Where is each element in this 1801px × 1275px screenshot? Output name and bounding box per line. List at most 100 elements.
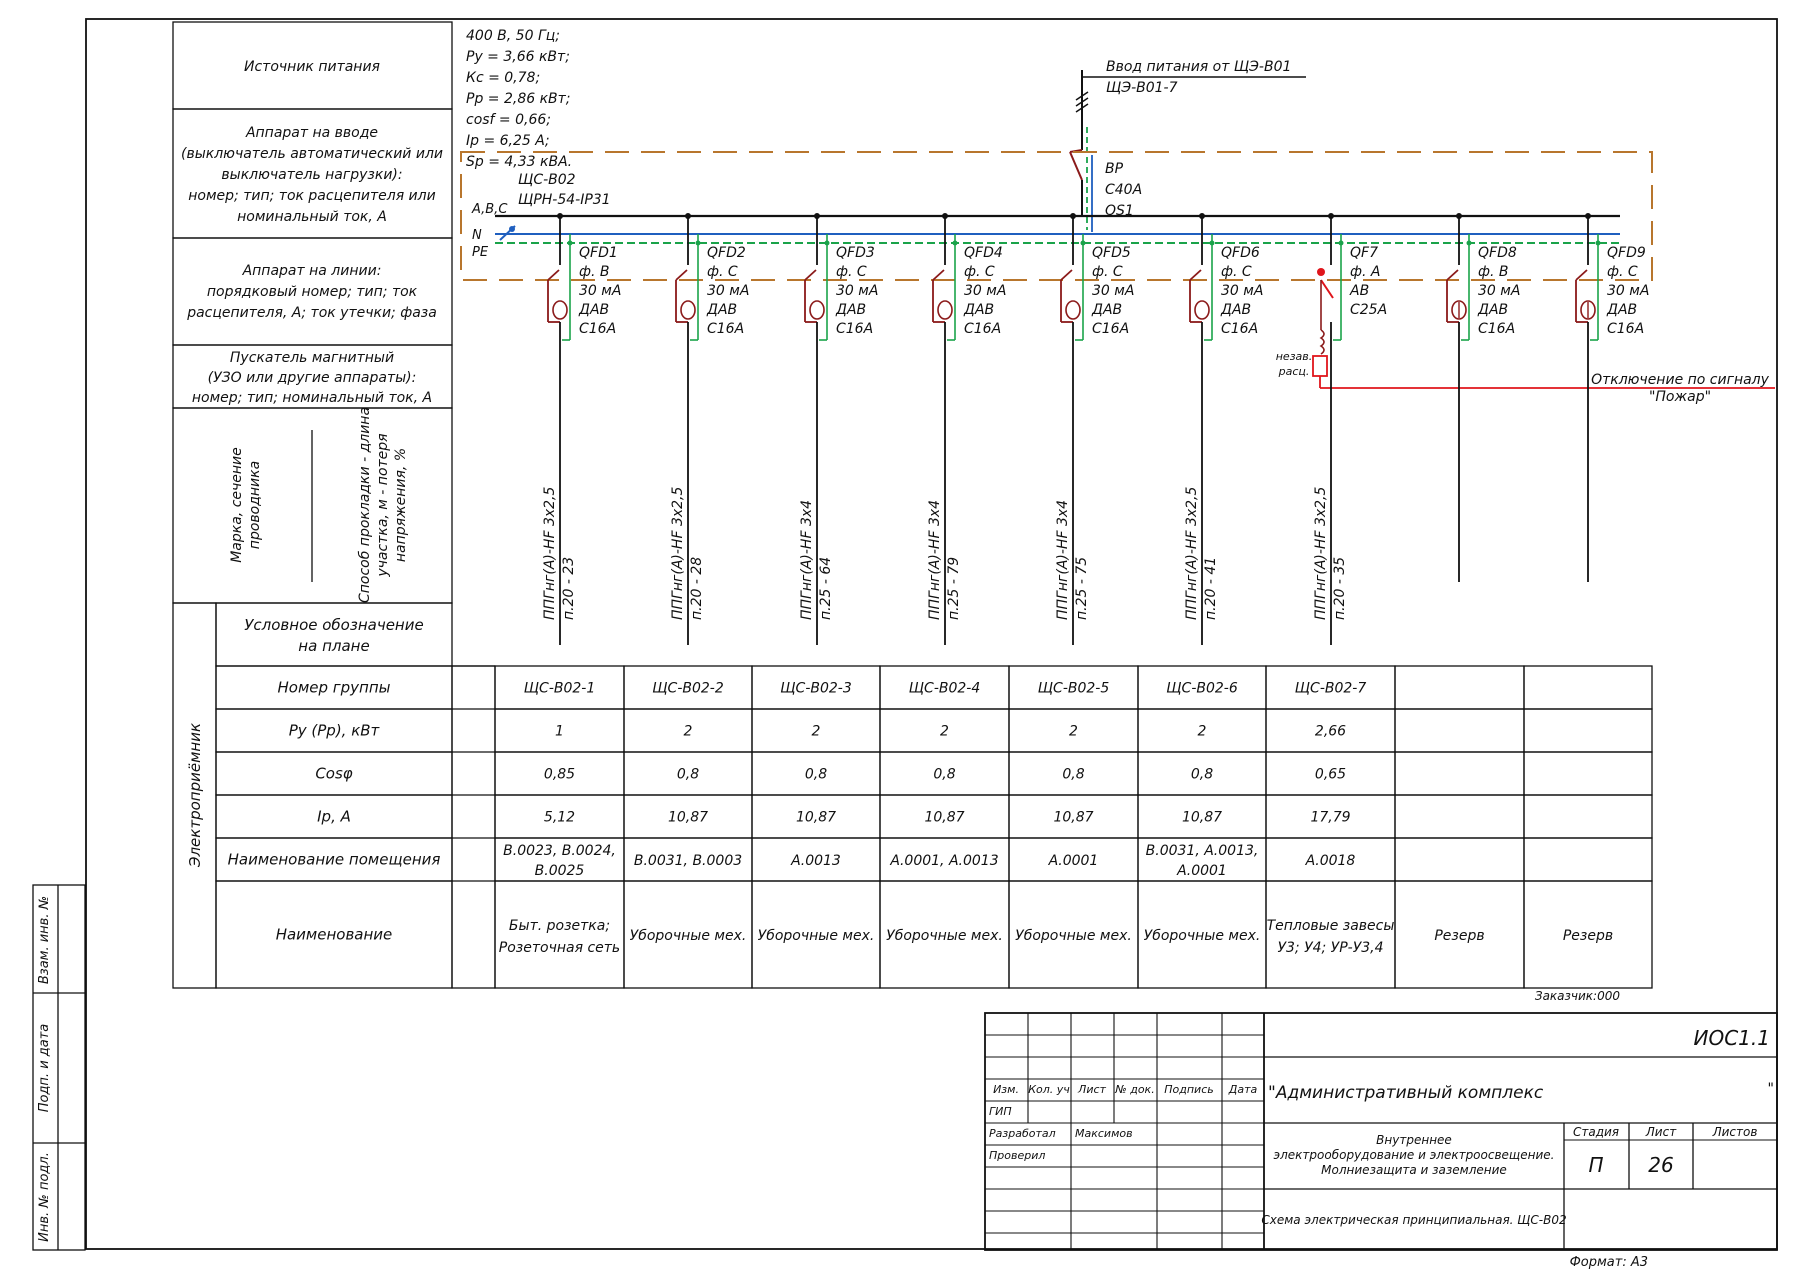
input-device-label: номинальный ток, А	[237, 209, 387, 225]
cable-brand: ППГнг(А)-HF 3х2,5	[542, 487, 558, 620]
cell-group: ЩС-В02-7	[1295, 681, 1367, 697]
feed-tick	[1075, 97, 1089, 107]
cell-group: ЩС-В02-4	[909, 681, 981, 697]
cell-name: Уборочные мех.	[1015, 928, 1132, 944]
breaker-type: ДАВ	[1220, 302, 1251, 318]
cell-room: В.0025	[535, 863, 585, 879]
cell-power: 2	[1198, 724, 1207, 740]
stamp-sheet-header: Лист	[1645, 1125, 1677, 1139]
stamp-sheets-header: Листов	[1712, 1125, 1758, 1139]
panel-type: ЩРН-54-IP31	[518, 192, 611, 208]
source-param: 400 В, 50 Гц;	[466, 28, 560, 44]
cell-room: А.0018	[1305, 853, 1356, 869]
cable-laying: п.20 - 23	[561, 557, 577, 620]
breaker-leak: 30 мА	[1092, 283, 1134, 299]
cell-name: У3; У4; УР-У3,4	[1277, 940, 1383, 956]
stamp-role: ГИП	[989, 1105, 1012, 1118]
stamp-role: Разработал	[989, 1127, 1056, 1140]
consumer-vertical-label: Электроприёмник	[186, 723, 204, 868]
cell-cos: 0,8	[933, 767, 955, 783]
cell-name: Быт. розетка;	[509, 918, 610, 934]
cell-power: 2	[940, 724, 949, 740]
line-device-label: порядковый номер; тип; ток	[207, 284, 418, 300]
side-stamp-label: Взам. инв. №	[37, 896, 52, 984]
cell-cos: 0,85	[544, 767, 575, 783]
cell-cos: 0,8	[677, 767, 699, 783]
cell-room: В.0031, А.0013,	[1146, 843, 1259, 859]
source-param: Ip = 6,25 А;	[466, 133, 550, 149]
cable-laying: п.20 - 41	[1203, 557, 1219, 620]
breaker-leak: 30 мА	[1607, 283, 1649, 299]
outer-frame	[85, 18, 1778, 1250]
cell-name: Резерв	[1563, 928, 1613, 944]
breaker-rating: С25А	[1350, 302, 1387, 318]
consumer-cell	[1394, 751, 1525, 796]
cell-name: Уборочные мех.	[1144, 928, 1261, 944]
breaker-contact	[1575, 269, 1588, 281]
cable-brand: ППГнг(А)-HF 3х2,5	[1184, 487, 1200, 620]
breaker-id: QFD3	[836, 245, 875, 261]
stamp-stage-header: Стадия	[1573, 1125, 1619, 1139]
cell-group: ЩС-В02-6	[1166, 681, 1238, 697]
stamp-developer: Максимов	[1075, 1127, 1133, 1140]
qf-trip-dot	[1317, 268, 1325, 276]
source-param: Sp = 4,33 кВА.	[466, 154, 572, 170]
breaker-rating: С16А	[1607, 321, 1644, 337]
release-label: расц.	[1278, 365, 1310, 378]
breaker-id: QFD4	[964, 245, 1003, 261]
pe-dot	[952, 240, 958, 246]
pe-dot	[567, 240, 573, 246]
cell-cos: 0,8	[1191, 767, 1213, 783]
stamp-sheet: 26	[1648, 1153, 1673, 1177]
breaker-contact	[1446, 269, 1459, 281]
cell-group: ЩС-В02-1	[524, 681, 596, 697]
row-header-cos: Cosφ	[315, 765, 352, 783]
title-block-frame	[984, 1012, 1778, 1251]
independent-release	[1312, 355, 1328, 377]
consumer-cell	[1523, 708, 1653, 753]
cable-brand: ППГнг(А)-HF 3х4	[1055, 500, 1071, 620]
consumer-cell	[494, 880, 625, 989]
breaker-type: ДАВ	[1091, 302, 1122, 318]
fire-signal-label: Отключение по сигналу	[1591, 372, 1770, 388]
breaker-phase: ф. С	[707, 264, 738, 280]
row-header-group: Номер группы	[277, 679, 390, 697]
stamp-section: Внутреннее	[1376, 1133, 1452, 1147]
source-param: Рр = 2,86 кВт;	[466, 91, 571, 107]
rcd-symbol	[1194, 300, 1210, 320]
consumer-cell	[1394, 794, 1525, 839]
feed-tick	[1075, 91, 1089, 101]
pe-dot	[1466, 240, 1472, 246]
cable-laying: п.20 - 35	[1332, 557, 1348, 620]
rcd-symbol	[552, 300, 568, 320]
breaker-id: QFD5	[1092, 245, 1131, 261]
panel-name: ЩС-В02	[518, 172, 576, 188]
cell-name: Тепловые завесы	[1267, 918, 1395, 934]
stamp-stage: П	[1588, 1153, 1603, 1177]
consumer-cell	[1394, 708, 1525, 753]
breaker-id: QFD6	[1221, 245, 1260, 261]
breaker-phase: ф. С	[1221, 264, 1252, 280]
breaker-contact	[1189, 269, 1202, 281]
cell-current: 10,87	[1053, 810, 1093, 826]
breaker-rating: С16А	[1478, 321, 1515, 337]
breaker-rating: С16А	[836, 321, 873, 337]
cell-name: Розеточная сеть	[499, 940, 620, 956]
cell-power: 2	[1069, 724, 1078, 740]
pe-dot	[1595, 240, 1601, 246]
consumer-cell	[1523, 880, 1653, 989]
breaker-id: QFD1	[579, 245, 618, 261]
cell-cos: 0,8	[805, 767, 827, 783]
breaker-type: ДАВ	[1477, 302, 1508, 318]
row-header-room: Наименование помещения	[228, 851, 441, 869]
qf-contact	[1320, 279, 1334, 299]
